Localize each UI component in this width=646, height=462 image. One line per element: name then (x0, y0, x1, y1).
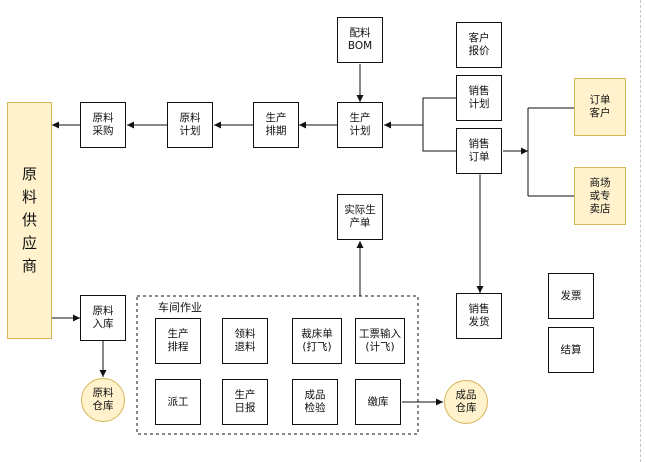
node-sales-order: 销售 订单 (456, 128, 502, 174)
node-supplier: 原 料 供 应 商 (7, 102, 52, 339)
node-settlement: 结算 (548, 327, 594, 373)
node-material-warehouse: 原料 仓库 (81, 378, 125, 422)
connector-salesorder (422, 125, 456, 152)
workshop-group-frame (136, 295, 419, 435)
page-edge-guide (640, 0, 642, 462)
node-production-schedule: 生产 排期 (253, 102, 299, 148)
workshop-pick-return: 领料 退料 (222, 318, 268, 364)
workshop-stock-in: 缴库 (355, 379, 401, 425)
node-order-customer: 订单 客户 (574, 78, 626, 136)
workshop-cutting-order: 裁床单 (打飞) (292, 318, 342, 364)
workshop-title: 车间作业 (158, 301, 202, 314)
workshop-process-schedule: 生产 排程 (155, 318, 201, 364)
workshop-product-inspection: 成品 检验 (292, 379, 338, 425)
node-sales-plan: 销售 计划 (456, 75, 502, 121)
node-bom: 配料 BOM (337, 17, 383, 63)
node-actual-order: 实际生 产单 (337, 194, 383, 240)
node-material-plan: 原料 计划 (167, 102, 213, 148)
workshop-daily-report: 生产 日报 (222, 379, 268, 425)
node-production-plan: 生产 计划 (337, 102, 383, 148)
node-store: 商场 或专 卖店 (574, 167, 626, 225)
workshop-dispatch: 派工 (155, 379, 201, 425)
node-material-inbound: 原料 入库 (80, 295, 126, 341)
node-product-warehouse: 成品 仓库 (444, 380, 488, 424)
workshop-ticket-entry: 工票输入 (计飞) (355, 318, 405, 364)
node-sales-shipping: 销售 发货 (456, 293, 502, 339)
node-material-purchase: 原料 采购 (80, 102, 126, 148)
connector-salesplan (422, 97, 456, 125)
node-customer-quote: 客户 报价 (456, 22, 502, 68)
node-invoice: 发票 (548, 273, 594, 319)
